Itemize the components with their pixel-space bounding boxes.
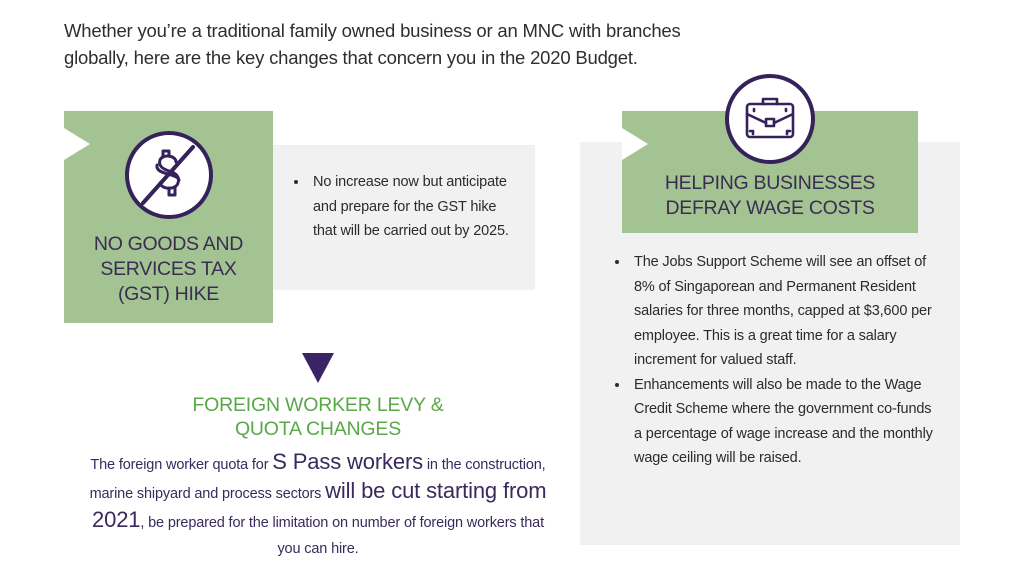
emphasis-s-pass: S Pass workers	[272, 449, 423, 474]
intro-text: Whether you’re a traditional family owne…	[64, 17, 764, 71]
list-item: Enhancements will also be made to the Wa…	[630, 373, 938, 471]
down-triangle-icon	[302, 353, 334, 383]
foreign-worker-body: The foreign worker quota for S Pass work…	[89, 449, 547, 557]
list-item: The Jobs Support Scheme will see an offs…	[630, 250, 938, 373]
gst-detail-panel	[272, 145, 535, 290]
intro-line-1: Whether you’re a traditional family owne…	[64, 20, 681, 41]
emphasis-cut-2021: will be cut starting from 2021	[92, 478, 547, 532]
wages-bullets: The Jobs Support Scheme will see an offs…	[608, 250, 938, 471]
ribbon-notch	[622, 128, 648, 160]
gst-title: NO GOODS AND SERVICES TAX (GST) HIKE	[93, 233, 244, 305]
list-item: No increase now but anticipate and prepa…	[309, 170, 517, 244]
wages-title-card: HELPING BUSINESSES DEFRAY WAGE COSTS	[622, 111, 918, 233]
foreign-worker-title: FOREIGN WORKER LEVY & QUOTA CHANGES	[192, 394, 444, 440]
wages-title: HELPING BUSINESSES DEFRAY WAGE COSTS	[664, 172, 876, 219]
briefcase-icon	[725, 74, 815, 164]
gst-title-card: NO GOODS AND SERVICES TAX (GST) HIKE	[64, 111, 273, 323]
intro-line-2: globally, here are the key changes that …	[64, 47, 638, 68]
no-dollar-icon	[125, 131, 213, 219]
ribbon-notch	[64, 128, 90, 160]
gst-bullets: No increase now but anticipate and prepa…	[287, 170, 517, 244]
